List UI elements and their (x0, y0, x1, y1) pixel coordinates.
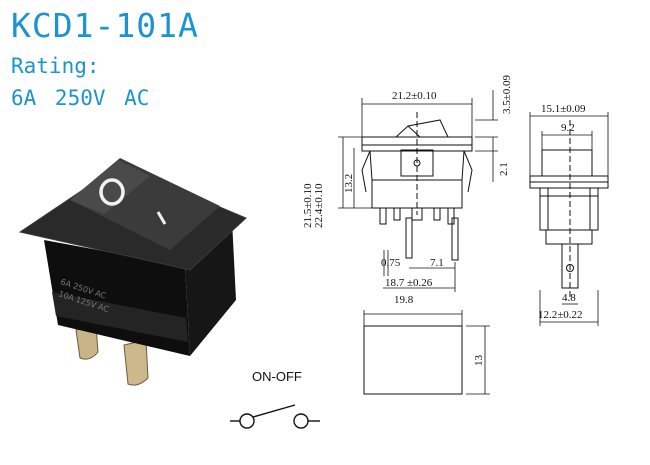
dim-body-height: 13.2 (343, 174, 355, 193)
dim-terminal-width: 4.8 (562, 292, 576, 304)
dim-top-rocker: 3.5±0.09 (501, 74, 513, 114)
rating-label: Rating: (11, 54, 100, 78)
dim-bottom-width: 19.8 (394, 294, 414, 306)
dim-pin-span: 18.7 ±0.26 (385, 277, 433, 289)
dim-front-width: 21.2±0.10 (392, 90, 437, 102)
bottom-block-drawing (363, 325, 463, 395)
switch-label: ON-OFF (252, 369, 302, 384)
dim-pin-gap-small: 0.75 (381, 257, 401, 269)
front-view-drawing (361, 112, 473, 261)
model-title: KCD1-101A (11, 6, 199, 45)
dim-pin-gap-7: 7.1 (430, 257, 444, 269)
dim-side-inner: 9.2 (561, 122, 575, 134)
side-view-drawing (529, 120, 609, 300)
dim-flange: 2.1 (498, 162, 510, 176)
dim-block-height: 13 (473, 355, 485, 367)
front-dimension-lines (338, 90, 498, 292)
dim-height-total: 21.5±0.10 (302, 183, 314, 228)
dim-height-inner: 22.4±0.10 (313, 183, 325, 228)
side-dimension-lines (529, 112, 609, 326)
dim-side-width: 15.1±0.09 (541, 103, 586, 115)
rating-value: 6A 250V AC (11, 86, 150, 110)
on-off-symbol (230, 404, 320, 429)
dim-side-bottom: 12.2±0.22 (538, 309, 583, 321)
switch-photo: 6A 250V AC 10A 125V AC (18, 158, 247, 386)
